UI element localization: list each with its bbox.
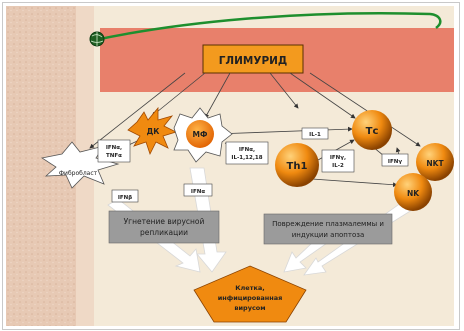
- svg-text:Угнетение вирусной: Угнетение вирусной: [124, 217, 205, 226]
- macrophage-nucleus: [186, 120, 214, 148]
- svg-text:TNFα: TNFα: [106, 153, 122, 159]
- svg-text:IFNγ,: IFNγ,: [330, 155, 346, 161]
- th1-cell: [275, 143, 319, 187]
- svg-text:IFNγ: IFNγ: [388, 159, 402, 165]
- title-box: [202, 44, 304, 74]
- svg-text:IFNα,: IFNα,: [239, 147, 255, 153]
- nk-label: NK: [407, 189, 420, 198]
- green-curve: [94, 12, 442, 42]
- nkt-label: NKT: [426, 159, 444, 168]
- svg-text:IFNα,: IFNα,: [106, 145, 122, 151]
- globe-icon: [89, 31, 105, 47]
- tc-label: Тс: [366, 126, 379, 137]
- dk-label: ДК: [147, 127, 161, 136]
- damage-box: Повреждение плазмалеммы и индукции апопт…: [263, 213, 393, 245]
- nk-cell: [394, 173, 432, 211]
- svg-text:инфицированная: инфицированная: [218, 294, 283, 302]
- title-text: ГЛИМУРИД: [219, 55, 288, 67]
- label-ifn-tnf: IFNα, TNFα: [97, 139, 131, 163]
- slide-frame: [2, 2, 460, 330]
- fibroblast-label: Фибробласт: [59, 170, 98, 177]
- label-ifna-il: IFNα, IL-1,12,18: [225, 141, 269, 165]
- svg-text:индукции апоптоза: индукции апоптоза: [292, 231, 365, 239]
- replication-box: Угнетение вирусной репликации: [108, 210, 220, 244]
- svg-text:IFNβ: IFNβ: [118, 195, 132, 201]
- svg-text:IL-1,12,18: IL-1,12,18: [231, 155, 262, 161]
- nkt-cell: [416, 143, 454, 181]
- svg-text:Повреждение плазмалеммы и: Повреждение плазмалеммы и: [272, 220, 384, 228]
- svg-text:IL-1: IL-1: [309, 132, 321, 138]
- infected-cell: Клетка, инфицированная вирусом: [193, 265, 307, 323]
- svg-text:Клетка,: Клетка,: [235, 284, 265, 292]
- svg-text:вирусом: вирусом: [234, 304, 265, 312]
- svg-text:IFNα: IFNα: [191, 189, 205, 195]
- th1-label: Th1: [287, 161, 308, 172]
- mf-label: МФ: [193, 130, 208, 139]
- title-arrows: [89, 72, 421, 149]
- label-ifnb: IFNβ: [111, 189, 139, 203]
- label-ifng-il2: IFNγ, IL-2: [321, 149, 355, 173]
- dendritic-cell: [127, 106, 178, 156]
- label-ifng: IFNγ: [381, 153, 409, 167]
- label-ifna-left: IFNα: [183, 183, 213, 197]
- label-il1: IL-1: [301, 127, 329, 140]
- svg-text:IL-2: IL-2: [332, 163, 344, 169]
- svg-text:репликации: репликации: [140, 228, 188, 237]
- tc-cell: [352, 110, 392, 150]
